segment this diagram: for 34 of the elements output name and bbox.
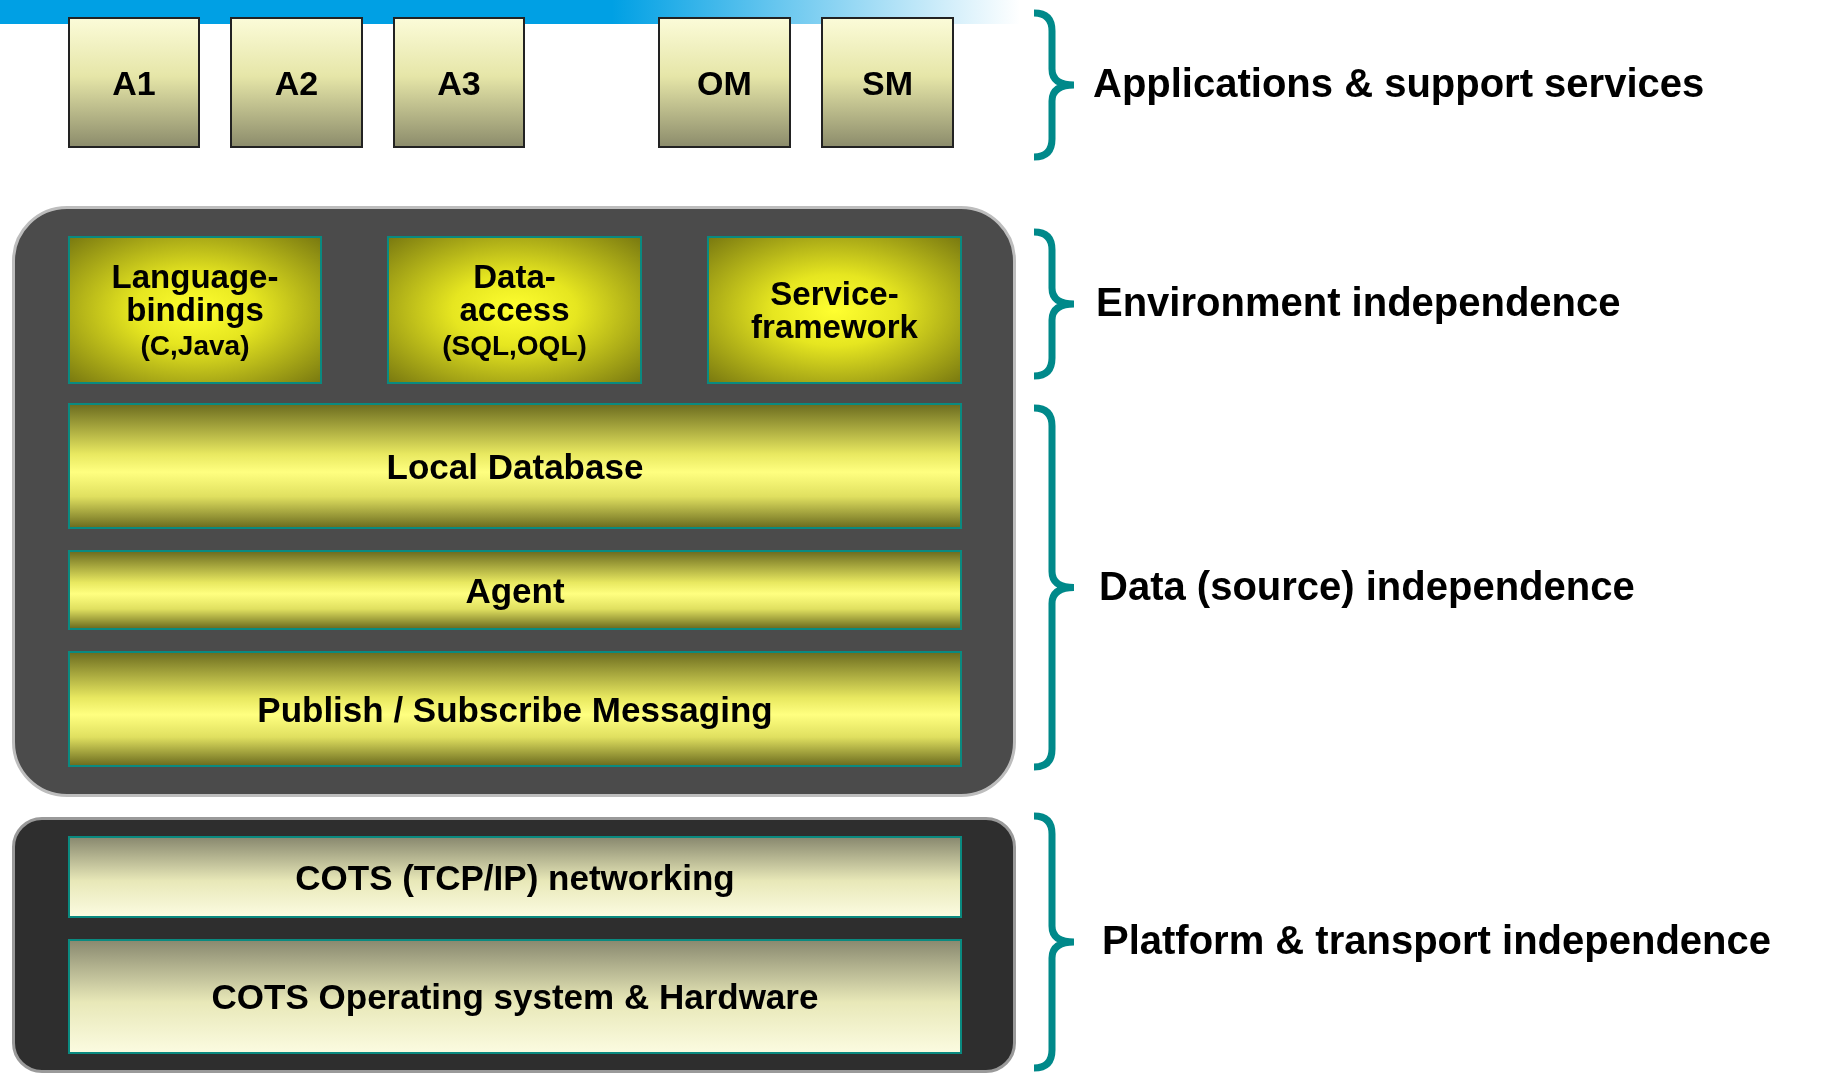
layer-label: Applications & support services: [1093, 61, 1705, 106]
box-label: A3: [437, 65, 481, 100]
component-box: [387, 236, 642, 384]
layer-label: Environment independence: [1096, 280, 1621, 325]
middleware-panel: [12, 206, 1016, 797]
detail-text: (SQL,OQL): [442, 332, 587, 360]
layer-bar: [68, 403, 962, 529]
box-label: Local Database: [386, 448, 644, 484]
box-label: Agent: [465, 572, 565, 608]
component-box: [707, 236, 962, 384]
service-box: [658, 17, 791, 148]
layer-bar: [68, 651, 962, 767]
application-box: [393, 17, 525, 148]
layer-bar: [68, 550, 962, 630]
layer-label: Data (source) independence: [1099, 563, 1635, 609]
layer-label: Platform & transport independence: [1102, 918, 1771, 963]
box-label: OM: [697, 65, 752, 100]
service-box: [821, 17, 954, 148]
box-label: Language- bindings: [110, 260, 280, 326]
box-label: A1: [112, 65, 156, 100]
application-box: [230, 17, 363, 148]
layer-bar: [68, 939, 962, 1054]
platform-panel: [12, 817, 1016, 1073]
box-label: Data- access: [458, 260, 571, 326]
box-label: SM: [862, 65, 913, 100]
box-label: COTS (TCP/IP) networking: [295, 859, 735, 895]
box-label: A2: [274, 65, 319, 100]
box-label: Publish / Subscribe Messaging: [257, 691, 773, 727]
application-box: [68, 17, 200, 148]
detail-text: (C,Java): [140, 332, 250, 360]
component-box: [68, 236, 322, 384]
layer-bar: [68, 836, 962, 918]
box-label: COTS Operating system & Hardware: [211, 979, 819, 1014]
box-label: Service- framework: [750, 277, 919, 343]
